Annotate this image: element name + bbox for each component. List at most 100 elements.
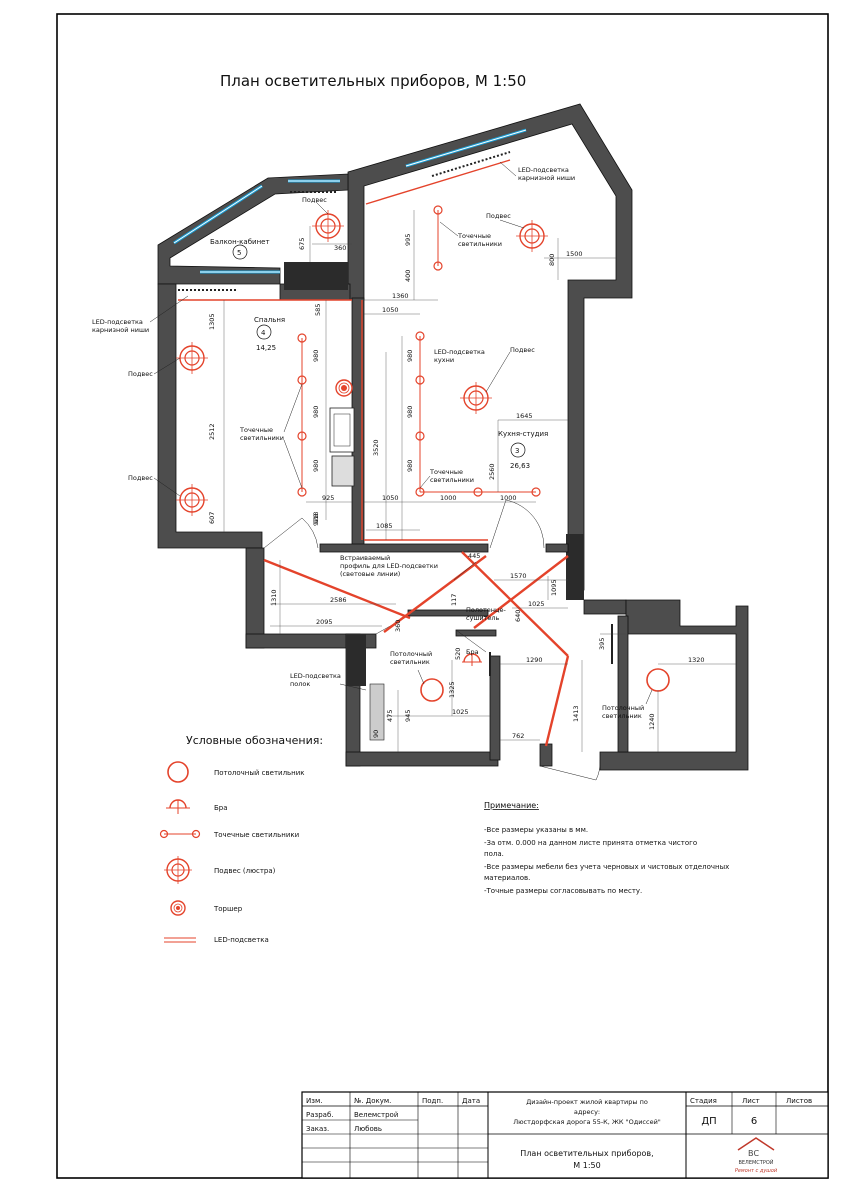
cornice-niches (178, 151, 511, 291)
dim-label: 1645 (516, 412, 533, 420)
windows (173, 128, 527, 274)
dim-label: 980 (312, 350, 320, 362)
legend-spots-icon (159, 829, 201, 839)
legend-bra-icon (166, 799, 190, 814)
dim-label: 1320 (688, 656, 705, 664)
annotation-line: сушитель (466, 614, 500, 622)
dim-label: 980 (406, 460, 414, 472)
dim-label: 2560 (488, 463, 496, 480)
dim-label: 1570 (510, 572, 527, 580)
spots-kitchen (415, 331, 541, 497)
annotation-line: LED-подсветка (518, 166, 569, 174)
dim-label: 1310 (270, 589, 278, 606)
page-title: План осветительных приборов, М 1:50 (220, 72, 526, 90)
dim-label: 1085 (376, 522, 393, 530)
annotation-line: карнизной ниши (518, 174, 575, 182)
dim-label: 445 (468, 552, 480, 560)
annotation-line: Подвес (128, 474, 153, 482)
project-line: Дизайн-проект жилой квартиры по (526, 1098, 648, 1106)
stamp-label: №. Докум. (354, 1097, 391, 1105)
pendant-kitchen (460, 382, 492, 414)
pendant-bedroom-2 (176, 484, 208, 516)
legend-label: LED-подсветка (214, 936, 269, 944)
room-area: 14,25 (256, 344, 276, 352)
dim-label: 640 (514, 610, 522, 622)
annotation-line: карнизной ниши (92, 326, 149, 334)
dim-label: 762 (512, 732, 524, 740)
ceiling-right (646, 668, 670, 692)
annotation-line: LED-подсветка (290, 672, 341, 680)
annotation-line: Подвес (510, 346, 535, 354)
annotation-line: LED-подсветка (434, 348, 485, 356)
dim-label: 1025 (528, 600, 545, 608)
notes: Примечание: -Все размеры указаны в мм. -… (484, 801, 729, 895)
stamp-value: Велемстрой (354, 1111, 398, 1119)
dim-label: 1000 (440, 494, 457, 502)
list-value: 6 (751, 1116, 757, 1127)
dim-label: 1000 (500, 494, 517, 502)
legend-title: Условные обозначения: (186, 734, 323, 747)
annotation-line: профиль для LED-подсветки (340, 562, 438, 570)
project-line: адресу: (574, 1108, 600, 1116)
pendant-kitchen-top (516, 220, 548, 252)
legend-label: Подвес (люстра) (214, 867, 276, 875)
dim-label: 1025 (452, 708, 469, 716)
room-name: Спальня (254, 316, 285, 324)
pendant-balcony (312, 210, 344, 242)
dim-label: 928 (312, 514, 320, 526)
logo-letters: ВС (748, 1149, 759, 1158)
dim-label: 520 (454, 648, 462, 660)
annotation-line: Бра (466, 648, 479, 656)
legend-floor-lamp-icon (170, 900, 186, 916)
legend-pendant-icon (164, 856, 192, 884)
note-line: -Все размеры указаны в мм. (484, 826, 588, 834)
dim-label: 918 (312, 512, 320, 524)
annotation-pendant-balcony: Подвес (302, 196, 327, 204)
spot-lights (297, 205, 541, 497)
annotation-line: Точечные (457, 232, 491, 240)
dim-label: 400 (404, 270, 412, 282)
annotation-towel-dryer: Полотенце-сушитель (466, 606, 506, 622)
dim-label: 117 (450, 594, 458, 606)
dim-label: 2095 (316, 618, 333, 626)
dim-label: 800 (548, 254, 556, 266)
title-block: Изм. №. Докум. Подп. Дата Разраб. Велемс… (301, 1091, 829, 1179)
annotation-line: Подвес (302, 196, 327, 204)
annotation-line: светильники (430, 476, 474, 484)
legend-label: Бра (214, 804, 228, 812)
dim-label: 1290 (526, 656, 543, 664)
stamp-label: Заказ. (306, 1125, 329, 1133)
dim-label: 925 (322, 494, 334, 502)
annotation-line: Подвес (486, 212, 511, 220)
dimension-labels: 675 360 995 400 800 1500 1360 1305 585 1… (208, 234, 705, 740)
dim-label: 1240 (648, 713, 656, 730)
leader-lines (149, 161, 653, 705)
stamp-label: Разраб. (306, 1111, 334, 1119)
room-number: 3 (515, 447, 519, 455)
note-line: материалов. (484, 874, 530, 882)
dim-label: 2512 (208, 423, 216, 440)
stamp-label: Подп. (422, 1097, 443, 1105)
note-line: -Точные размеры согласовывать по месту. (484, 887, 642, 895)
furniture (329, 407, 613, 741)
floor-lamp (335, 379, 353, 397)
led-lines (178, 159, 570, 747)
annotation-line: Потолочный (602, 704, 644, 712)
company-logo: ВС ВЕЛЕМСТРОЙ Ремонт с душой (735, 1137, 778, 1174)
sheet-frame (56, 13, 829, 1179)
room-number-circle (510, 442, 526, 458)
notes-title: Примечание: (484, 801, 539, 810)
dim-label: 995 (404, 234, 412, 246)
annotation-line: LED-подсветка (92, 318, 143, 326)
room-number: 4 (261, 329, 266, 337)
annotation-line: Подвес (128, 370, 153, 378)
dim-label: 1413 (572, 705, 580, 722)
